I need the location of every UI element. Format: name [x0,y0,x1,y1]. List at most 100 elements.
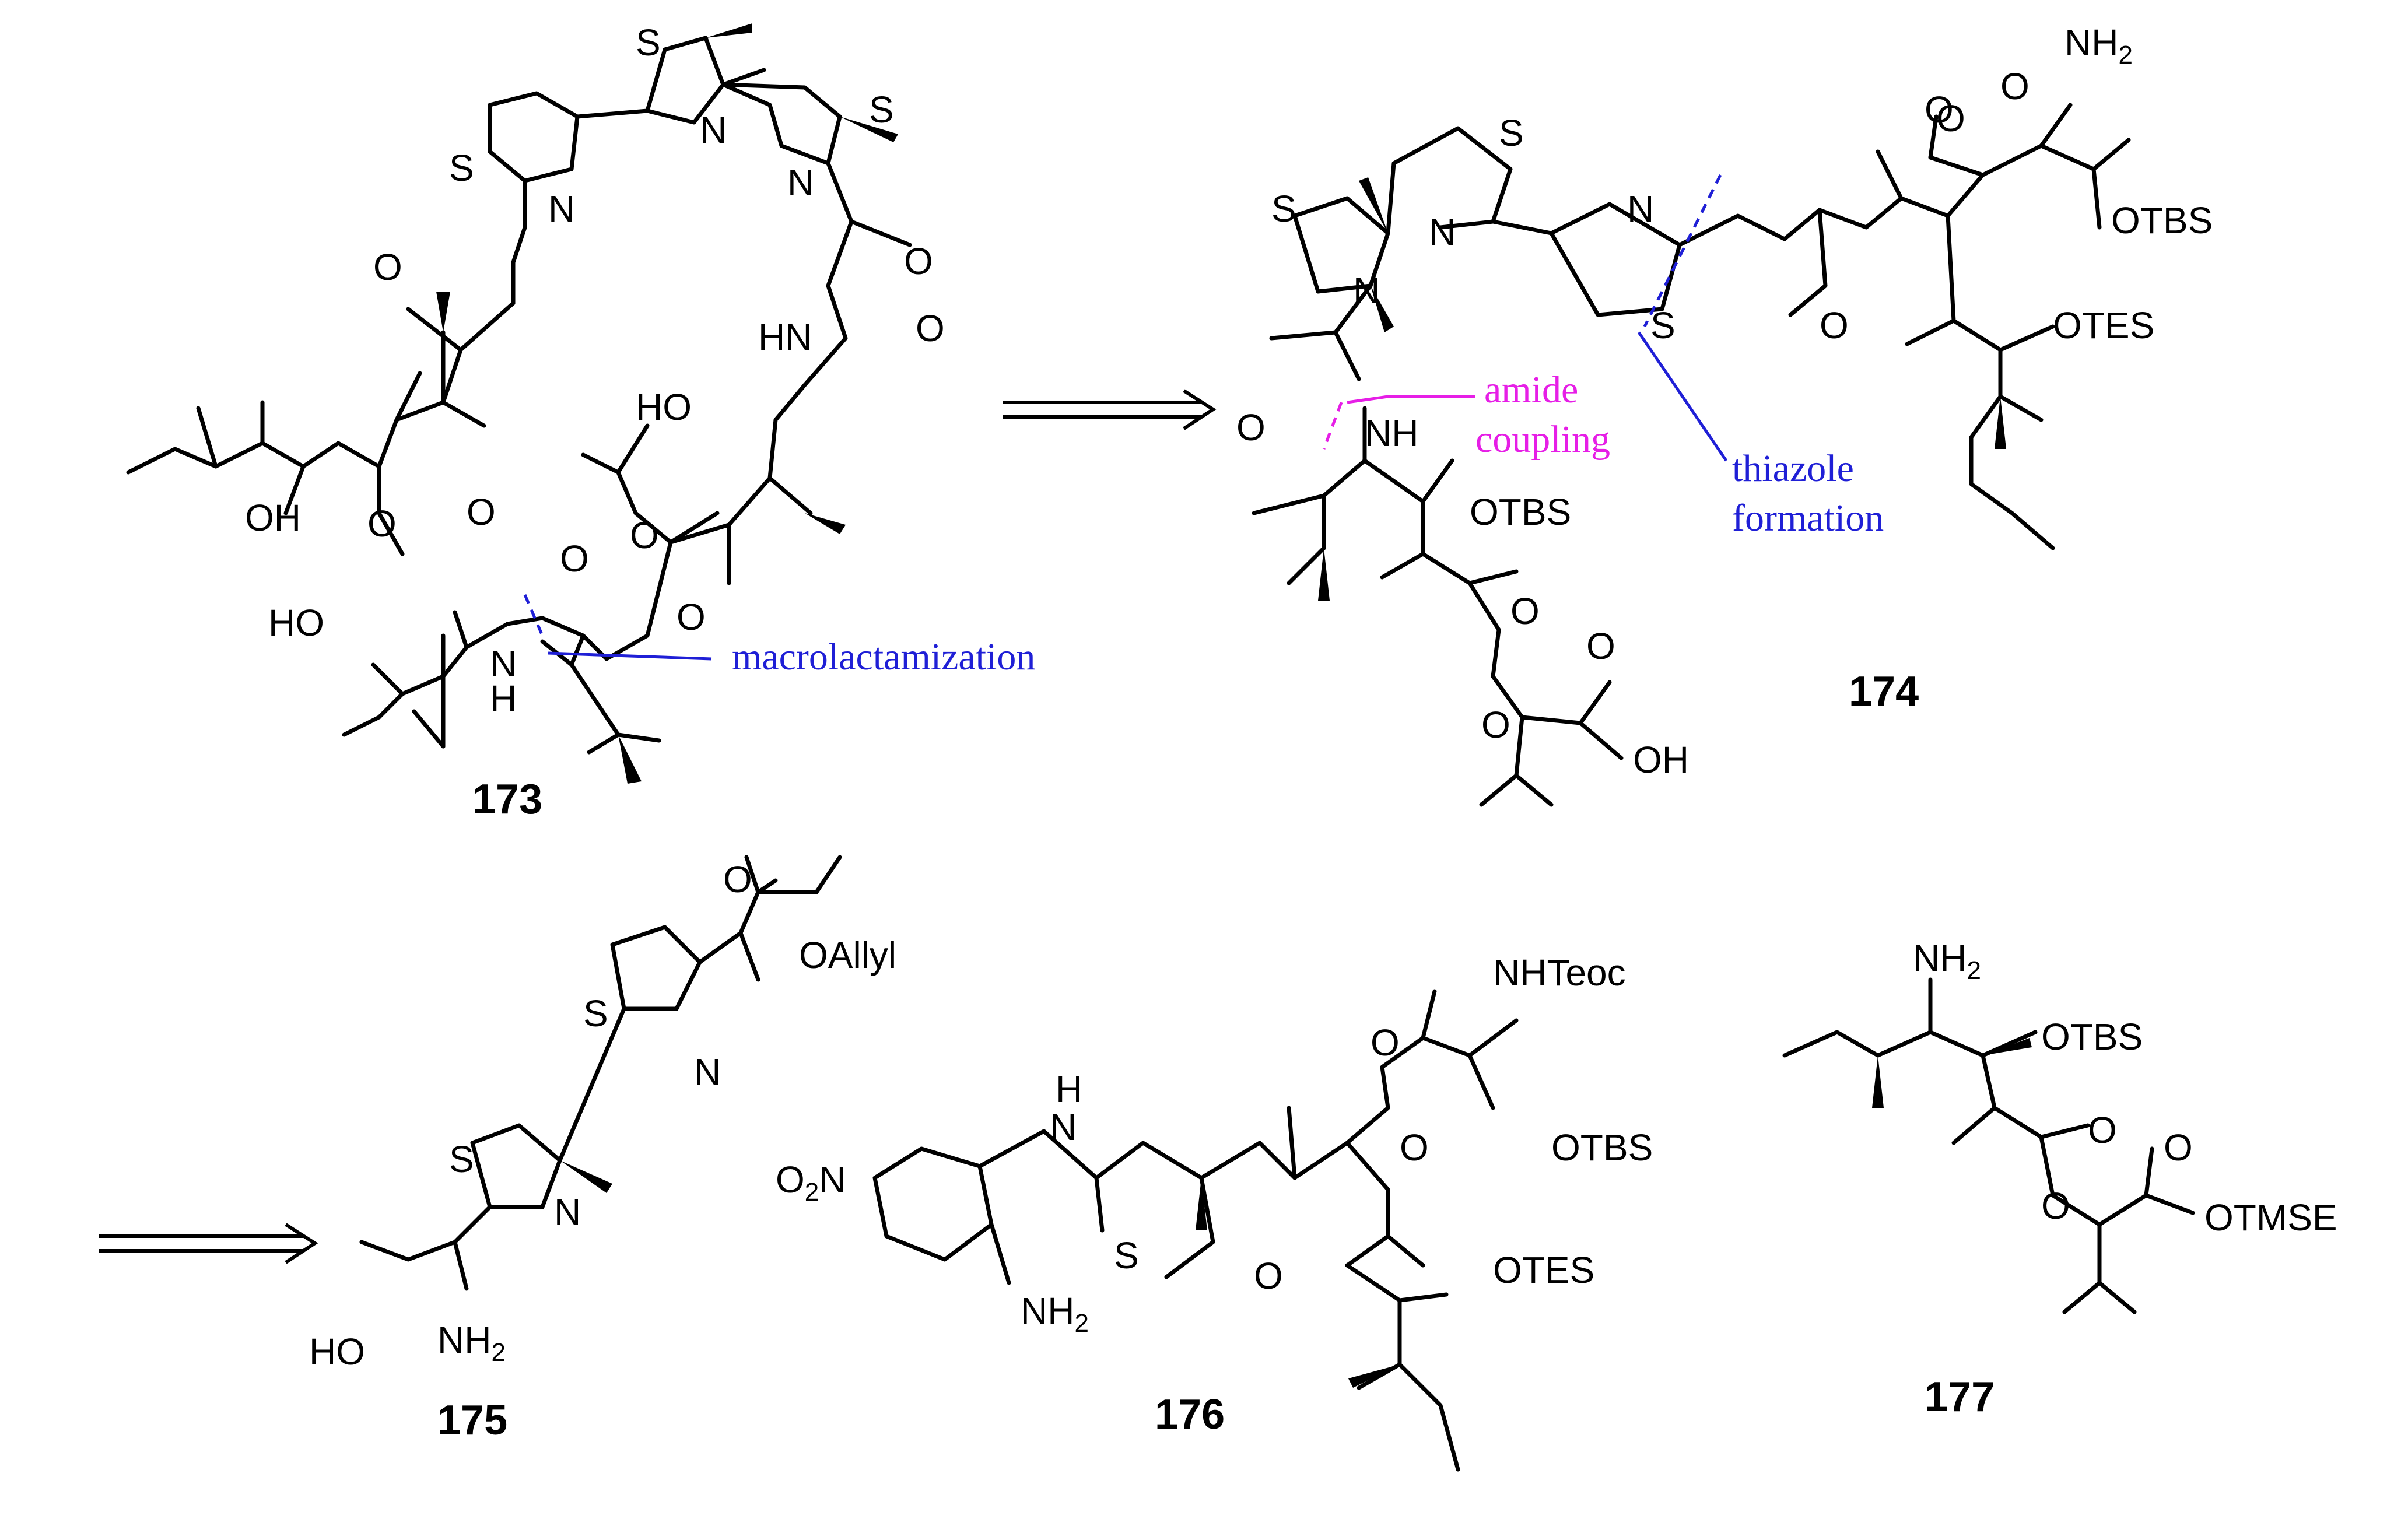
compound-175-label: 175 [437,1397,507,1444]
atom-label: S [449,147,474,189]
atom-label: HN [758,316,812,358]
atom-label: OTES [1493,1249,1594,1291]
thiazole-formation-label-line1: thiazole [1732,447,1854,490]
atom-label: S [636,22,661,64]
atom-label: N [548,188,575,230]
atom-label: O [2164,1127,2193,1169]
compound-174: NH O OTBS S N S N N S O O OTBS OTES O O … [1236,22,2213,807]
compound-176-bonds [872,989,1519,1472]
atom-label: O [1586,625,1615,667]
atom-label: O [1925,89,1954,131]
atom-label: O [2041,1185,2070,1227]
compound-174-wedge [1359,177,1388,233]
atom-label: O [723,858,752,900]
atom-label: N [787,162,814,204]
thiazole-formation-label-line2: formation [1732,497,1884,539]
atom-label: O [677,596,706,638]
atom-label: S [1114,1234,1139,1276]
compound-177-atoms: OTBS O O O OTMSE [2041,1016,2337,1239]
compound-175-atoms: O OAllyl S N S N HO [309,858,896,1373]
compound-175-bonds [359,855,842,1291]
compound-176-atoms: NHTeoc O O OTBS N H S O OTES [1050,952,1653,1297]
atom-label: O [560,538,589,580]
atom-label: OTBS [2041,1016,2143,1058]
atom-label: O [2000,65,2030,107]
compound-175-wedge [560,1160,612,1193]
nh2-label: NH2 [1021,1290,1089,1338]
atom-label: S [583,992,608,1034]
compound-174-wedge [1995,397,2006,449]
compound-174-bonds [1252,103,2131,807]
atom-label: OTMSE [2204,1197,2337,1239]
nh2-label: NH2 [437,1319,506,1367]
atom-label: HO [268,602,324,644]
compound-173-wedge [618,735,642,784]
compound-176-wedge [1196,1178,1207,1230]
atom-label: H [490,678,517,720]
atom-label: O [373,246,402,288]
amide-coupling-annotation: amide coupling [1322,369,1610,461]
atom-label: OTBS [2111,199,2213,241]
nh2-label: NH2 [1913,937,1981,985]
atom-label: O [916,307,945,349]
atom-label: OAllyl [799,934,896,976]
atom-label: OTES [2053,304,2154,346]
compound-174-wedge [1371,286,1394,332]
atom-label: OTBS [1551,1127,1653,1169]
atom-label: S [1650,304,1676,346]
compound-176: NHTeoc O O OTBS N H S O OTES O2N NH2 176 [776,952,1653,1472]
atom-label: N [490,643,517,685]
atom-label: N [1353,269,1380,311]
atom-label: O [1254,1255,1283,1297]
compound-176-wedge [1348,1364,1400,1388]
compound-177-bonds [1782,977,2195,1314]
atom-label: N [1627,188,1654,230]
atom-label: O [2088,1109,2117,1151]
compound-173-wedge [706,23,752,38]
atom-label: O [904,240,933,282]
nh2-label: NH2 [2064,22,2133,69]
compound-174-atoms: NH O OTBS S N S N N S O O OTBS OTES O O … [1236,65,2213,781]
atom-label: HO [309,1331,365,1373]
atom-label: N [1429,211,1456,253]
compound-174-wedge [1318,548,1330,601]
no2-label: O2N [776,1159,846,1206]
compound-175: O OAllyl S N S N HO NH2 175 [309,855,896,1444]
atom-label: NHTeoc [1493,952,1626,994]
atom-label: S [449,1138,474,1180]
atom-label: OH [245,497,301,539]
retrosynthesis-arrow [1003,389,1217,430]
atom-label: O [1820,304,1849,346]
atom-label: N [1050,1106,1077,1148]
compound-173-atoms: S N S N S N O HN O HO OH O O O O O HO N … [245,22,945,720]
atom-label: HO [636,386,692,428]
atom-label: N [700,109,727,151]
atom-label: O [1236,406,1266,448]
amide-coupling-label-line2: coupling [1475,418,1610,461]
atom-label: S [1271,188,1296,230]
compound-173-label: 173 [472,776,542,823]
atom-label: OTBS [1470,491,1571,533]
atom-label: N [694,1051,721,1093]
compound-173-bonds [126,36,912,755]
atom-label: O [1371,1022,1400,1064]
compound-176-label: 176 [1155,1391,1225,1438]
thiazole-formation-annotation: thiazole formation [1637,174,1884,539]
atom-label: NH [1365,412,1418,454]
compound-173-wedge [805,513,846,534]
macrolactamization-annotation: macrolactamization [523,594,1035,678]
macrolactamization-label: macrolactamization [732,636,1035,678]
compound-173: S N S N S N O HN O HO OH O O O O O HO N … [126,22,945,823]
atom-label: O [1400,1127,1429,1169]
compound-174-label: 174 [1849,668,1919,715]
atom-label: O [1510,590,1540,632]
compound-173-wedge [840,117,898,142]
atom-label: S [1499,112,1524,154]
atom-label: O [467,491,496,533]
compound-177: OTBS O O O OTMSE NH2 177 [1782,937,2337,1420]
compound-177-label: 177 [1925,1374,1995,1420]
compound-177-wedge [1983,1038,2032,1055]
atom-label: O [1936,97,1965,139]
retrosynthesis-arrow [99,1223,318,1264]
